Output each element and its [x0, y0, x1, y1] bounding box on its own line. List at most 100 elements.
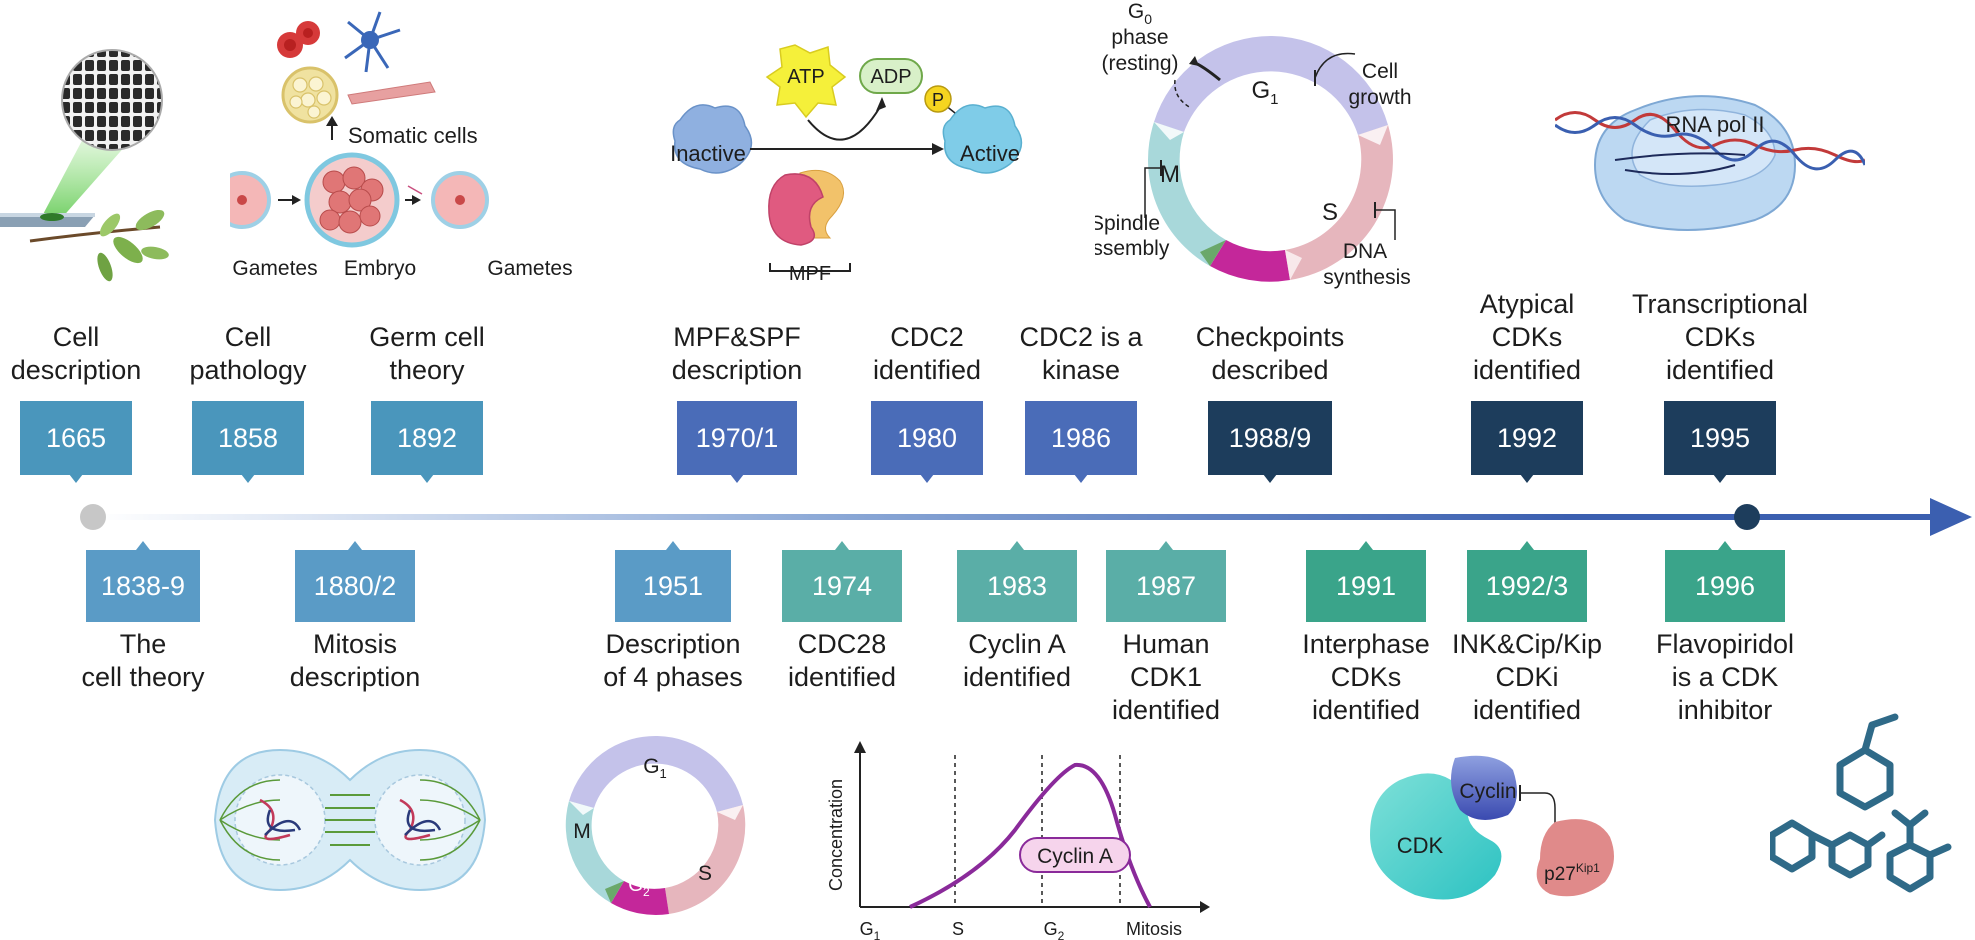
cell-growth-label-2: growth: [1348, 86, 1411, 109]
svg-text:G2: G2: [628, 875, 650, 899]
bottom-year-pointer: [666, 541, 680, 550]
bottom-year-box: 1880/2: [295, 550, 415, 622]
sc-s-label: S: [698, 862, 712, 885]
top-event-label: Cell pathology: [189, 322, 307, 385]
top-year-box: 1986: [1025, 401, 1137, 475]
top-event-label: CDC2 is a kinase: [1019, 322, 1143, 385]
top-event-label: CDC2 identified: [872, 322, 982, 385]
top-year-pointer: [920, 474, 934, 483]
cdk-complex-illustration: Cyclin CDK p27Kip1: [1370, 755, 1614, 900]
somatic-cells-label: Somatic cells: [348, 123, 478, 148]
gametes-left-label: Gametes: [232, 257, 317, 280]
top-year-box: 1970/1: [677, 401, 797, 475]
cp-s-label: S: [1322, 199, 1338, 226]
bottom-event-label: Description of 4 phases: [603, 629, 743, 692]
gametes-right-label: Gametes: [487, 257, 572, 280]
bottom-year-box: 1838-9: [86, 550, 200, 622]
cp-m-label: M: [1160, 161, 1180, 188]
sc-g1-sub: 1: [660, 766, 667, 781]
bottom-event-label: CDC28 identified: [787, 629, 897, 692]
cdk-label: CDK: [1397, 833, 1444, 858]
cp-g2-label: G: [1231, 212, 1248, 237]
chart-x-g2-sub: 2: [1058, 929, 1065, 940]
top-event-label: Germ cell theory: [369, 322, 485, 385]
chart-x-g1: G: [860, 919, 874, 939]
bottom-event-label: Interphase CDKs identified: [1302, 629, 1430, 725]
top-event-label: Atypical CDKs identified: [1472, 289, 1582, 385]
top-year-box: 1665: [20, 401, 132, 475]
bottom-year-pointer: [136, 541, 150, 550]
sc-g1-label: G: [643, 755, 659, 778]
dna-label-2: synthesis: [1323, 266, 1411, 289]
bottom-year-box: 1992/3: [1467, 550, 1587, 622]
rna-pol-ii-label: RNA pol II: [1665, 112, 1764, 137]
top-year-box: 1995: [1664, 401, 1776, 475]
cp-g1-sub: 1: [1270, 91, 1278, 108]
timeline-end-dot: [1734, 504, 1760, 530]
top-event-label: Transcriptional CDKs identified: [1631, 289, 1809, 385]
top-year-pointer: [1074, 474, 1088, 483]
bottom-year-pointer: [1159, 541, 1173, 550]
adp-label: ADP: [870, 66, 911, 88]
spindle-label-2: assembly: [1095, 237, 1170, 260]
mitosis-illustration: [213, 748, 487, 892]
g0-resting-label: (resting): [1101, 52, 1178, 75]
cyclin-label: Cyclin: [1459, 780, 1516, 803]
bottom-year-box: 1951: [615, 550, 731, 622]
top-year-pointer: [241, 474, 255, 483]
sc-g2-sub: 2: [643, 885, 650, 899]
top-year-pointer: [420, 474, 434, 483]
bottom-year-pointer: [348, 541, 362, 550]
g0-label: G: [1128, 0, 1144, 23]
bottom-year-box: 1987: [1106, 550, 1226, 622]
bottom-year-box: 1996: [1665, 550, 1785, 622]
cp-g2-sub: 2: [1248, 225, 1256, 241]
chart-x-s: S: [952, 919, 964, 939]
timeline-axis: [80, 498, 1972, 536]
bottom-event-label: Human CDK1 identified: [1111, 629, 1221, 725]
svg-text:G1: G1: [1251, 77, 1278, 108]
cell-growth-label-1: Cell: [1362, 60, 1398, 83]
chart-x-g1-sub: 1: [874, 929, 881, 940]
top-event-label: Checkpoints described: [1195, 322, 1345, 385]
inactive-label: Inactive: [670, 141, 746, 166]
cyclin-a-pill: Cyclin A: [1037, 845, 1113, 868]
atp-label: ATP: [787, 66, 824, 88]
cyclin-a-chart: Cyclin A Concentration G1 S G2 Mitosis: [826, 741, 1210, 940]
rna-pol-ii-illustration: RNA pol II: [1555, 95, 1865, 231]
p27-label: p27: [1544, 864, 1576, 885]
top-year-box: 1980: [871, 401, 983, 475]
top-event-label: MPF&SPF description: [671, 322, 803, 385]
top-year-pointer: [1263, 474, 1277, 483]
embryo-label: Embryo: [344, 257, 416, 280]
sc-m-label: M: [573, 820, 591, 843]
checkpoint-cycle-illustration: G1 M G2 S G0 phase (resting) Cell growth…: [1095, 0, 1412, 289]
cyclin-a-curve: [909, 762, 1152, 909]
g0-sub: 0: [1144, 11, 1152, 27]
bottom-year-box: 1983: [957, 550, 1077, 622]
small-cycle-illustration: G1 M G2 S: [565, 735, 746, 915]
microscope-slide-illustration: [0, 49, 169, 282]
bottom-year-pointer: [1010, 541, 1024, 550]
svg-text:G1: G1: [860, 919, 881, 940]
mpf-label: MPF: [789, 263, 831, 285]
sc-g2-label: G: [628, 875, 643, 896]
chart-x-mitosis: Mitosis: [1126, 919, 1182, 939]
dna-label-1: DNA: [1343, 240, 1387, 263]
bottom-event-label: Mitosis description: [289, 629, 421, 692]
top-year-box: 1858: [192, 401, 304, 475]
top-year-pointer: [730, 474, 744, 483]
svg-text:p27Kip1: p27Kip1: [1544, 861, 1600, 885]
bottom-year-pointer: [1718, 541, 1732, 550]
spindle-label-1: Spindle: [1095, 212, 1160, 235]
active-label: Active: [960, 141, 1020, 166]
germ-cell-illustration: Somatic cells Gametes Embryo Gametes: [230, 11, 573, 280]
g0-phase-label: phase: [1111, 26, 1168, 49]
top-year-box: 1892: [371, 401, 483, 475]
svg-text:G1: G1: [643, 755, 667, 781]
bottom-event-label: The cell theory: [81, 629, 205, 692]
cp-g1-label: G: [1251, 77, 1270, 104]
top-event-label: Cell description: [10, 322, 142, 385]
mpf-activation-illustration: ATP ADP P Inactive Active MPF: [670, 44, 1023, 285]
p27-sup: Kip1: [1576, 861, 1600, 875]
